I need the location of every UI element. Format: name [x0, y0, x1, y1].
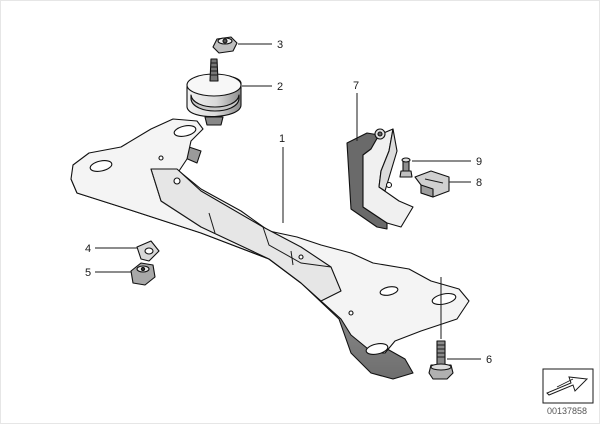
- bolt-item-6: [428, 340, 454, 380]
- callout-2: 2: [277, 81, 283, 93]
- callout-4: 4: [85, 243, 91, 255]
- callout-7: 7: [353, 80, 359, 92]
- washer-item-4: [136, 240, 160, 262]
- callout-1: 1: [279, 133, 285, 145]
- leader-lines: [95, 43, 481, 360]
- nut-item-3: [212, 36, 238, 54]
- bracket-item-7: [346, 128, 414, 230]
- crossmember: [70, 118, 470, 380]
- callout-9: 9: [476, 156, 482, 168]
- callout-5: 5: [85, 267, 91, 279]
- document-number: 00137858: [547, 406, 587, 416]
- view-direction-icon: [542, 368, 594, 404]
- clip-item-8: [414, 170, 450, 198]
- callouts: 3 2 1 4 5 6 7 8 9: [85, 39, 492, 366]
- rubber-mount: [186, 58, 242, 126]
- callout-8: 8: [476, 177, 482, 189]
- bolt-item-9: [399, 157, 413, 178]
- callout-6: 6: [486, 354, 492, 366]
- nut-item-5: [130, 262, 156, 286]
- callout-3: 3: [277, 39, 283, 51]
